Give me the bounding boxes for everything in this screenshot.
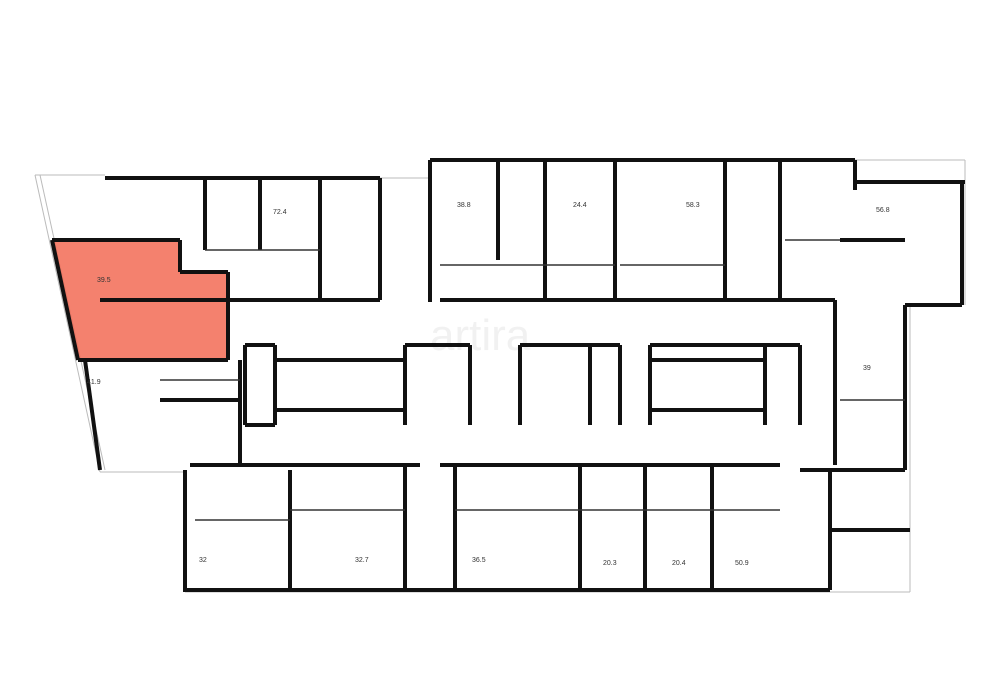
unit-area-label[interactable]: 56.8 (876, 207, 890, 214)
walls (50, 158, 965, 592)
unit-labels: 72.4 38.8 24.4 58.3 56.8 39.5 41.9 39 32… (87, 202, 890, 567)
unit-area-label[interactable]: 39 (863, 365, 871, 372)
unit-area-label[interactable]: 36.5 (472, 557, 486, 564)
unit-area-label[interactable]: 32.7 (355, 557, 369, 564)
unit-area-label[interactable]: 24.4 (573, 202, 587, 209)
unit-area-label[interactable]: 41.9 (87, 379, 101, 386)
wall (83, 359, 102, 471)
unit-area-label[interactable]: 72.4 (273, 209, 287, 216)
unit-area-label[interactable]: 50.9 (735, 560, 749, 567)
watermark: artira (430, 311, 531, 360)
fixtures (160, 239, 905, 521)
unit-area-label[interactable]: 20.3 (603, 560, 617, 567)
unit-area-label[interactable]: 39.5 (97, 277, 111, 284)
unit-area-label[interactable]: 20.4 (672, 560, 686, 567)
wall (50, 239, 80, 361)
outline-line (34, 174, 101, 473)
unit-area-label[interactable]: 58.3 (686, 202, 700, 209)
unit-area-label[interactable]: 38.8 (457, 202, 471, 209)
unit-area-label[interactable]: 32 (199, 557, 207, 564)
